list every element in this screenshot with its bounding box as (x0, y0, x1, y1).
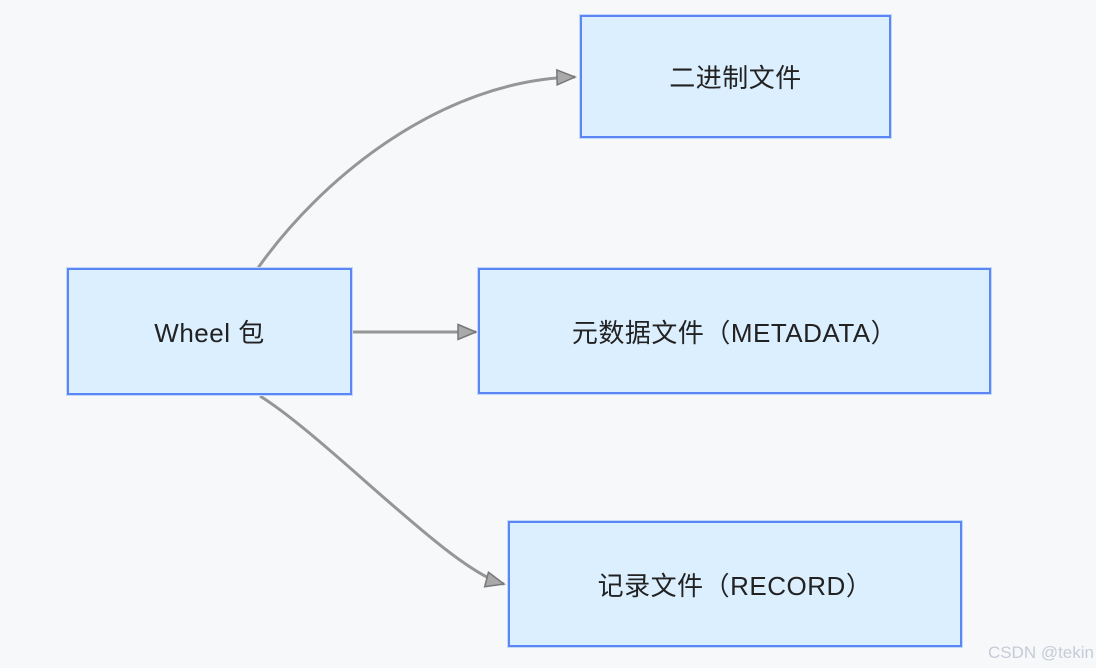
node-record-file-label: 记录文件（RECORD） (597, 570, 873, 601)
node-metadata-file: 元数据文件（METADATA） (478, 268, 991, 394)
node-binary-files-label: 二进制文件 (669, 63, 802, 93)
node-wheel-package-label: Wheel 包 (154, 318, 265, 348)
edge-wheel-to-binary (256, 68, 577, 269)
node-binary-files: 二进制文件 (580, 15, 891, 138)
node-record-file: 记录文件（RECORD） (508, 521, 962, 647)
csdn-watermark: CSDN @tekin (987, 643, 1094, 662)
edge-wheel-to-record (259, 394, 506, 588)
node-metadata-file-label: 元数据文件（METADATA） (571, 317, 898, 348)
node-wheel-package: Wheel 包 (67, 268, 352, 395)
